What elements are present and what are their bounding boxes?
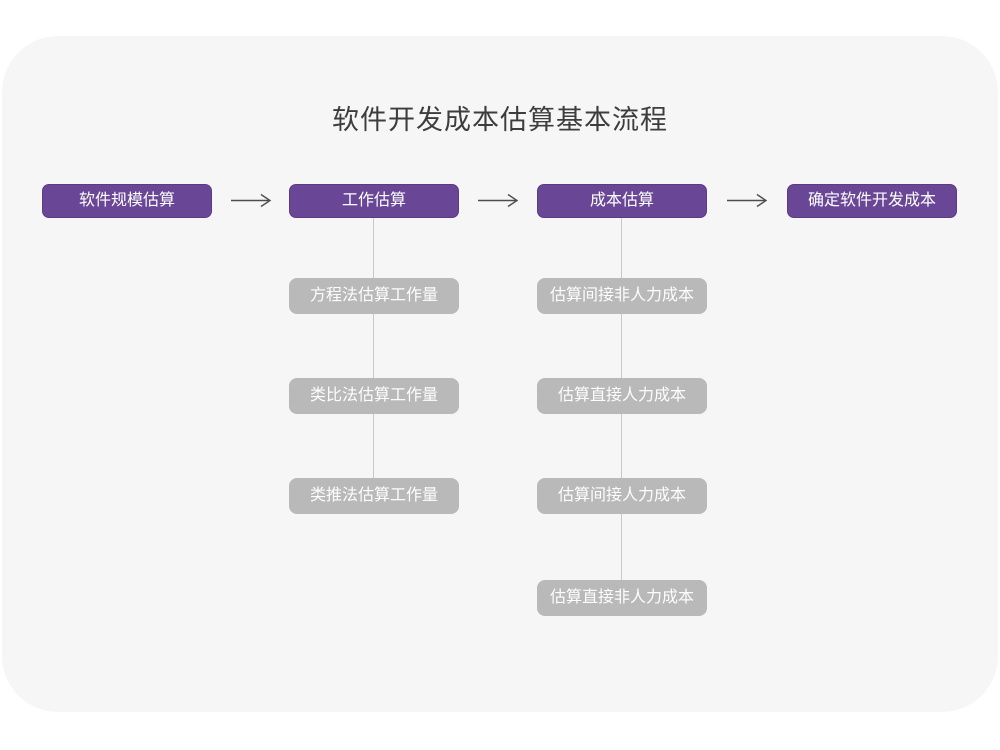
right-arrow-icon [727, 193, 768, 208]
flowchart-canvas [2, 36, 998, 712]
node-indirect-labor-cost: 估算间接人力成本 [537, 478, 707, 514]
node-indirect-nonlabor-cost: 估算间接非人力成本 [537, 278, 707, 314]
node-cost-estimation: 成本估算 [537, 184, 707, 218]
node-work-estimation: 工作估算 [289, 184, 459, 218]
node-software-scale-estimation: 软件规模估算 [42, 184, 212, 218]
node-extrapolation-method-workload: 类推法估算工作量 [289, 478, 459, 514]
node-direct-nonlabor-cost: 估算直接非人力成本 [537, 580, 707, 616]
node-equation-method-workload: 方程法估算工作量 [289, 278, 459, 314]
node-analogy-method-workload: 类比法估算工作量 [289, 378, 459, 414]
right-arrow-icon [231, 193, 272, 208]
page-title: 软件开发成本估算基本流程 [332, 105, 668, 135]
node-determine-software-dev-cost: 确定软件开发成本 [787, 184, 957, 218]
right-arrow-icon [478, 193, 519, 208]
node-direct-labor-cost: 估算直接人力成本 [537, 378, 707, 414]
connector-line-work [373, 218, 374, 497]
